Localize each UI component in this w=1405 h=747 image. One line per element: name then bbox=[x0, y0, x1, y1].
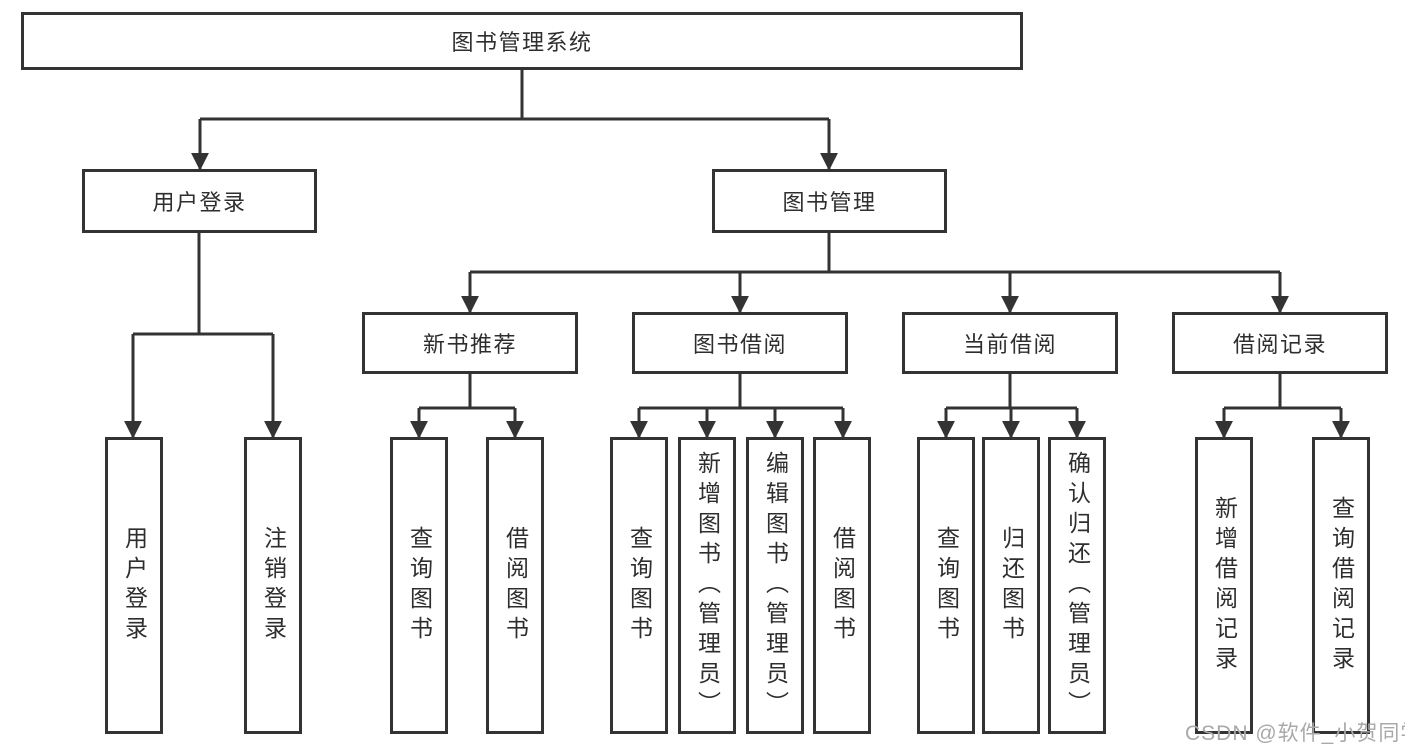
node-current-borrowing: 当前借阅 bbox=[902, 312, 1118, 374]
node-label: 归还图书 bbox=[998, 525, 1025, 646]
node-label: 用户登录 bbox=[152, 190, 247, 215]
node-user-login: 用户登录 bbox=[82, 169, 317, 233]
node-label: 注销登录 bbox=[260, 525, 287, 646]
leaf-current-confirm-return: 确认归还（管理员） bbox=[1048, 437, 1106, 734]
node-label: 借阅记录 bbox=[1232, 332, 1327, 357]
node-label: 查询图书 bbox=[406, 525, 433, 646]
node-label: 查询借阅记录 bbox=[1328, 495, 1355, 676]
leaf-newbook-borrow-book: 借阅图书 bbox=[486, 437, 544, 734]
leaf-borrow-borrow-book: 借阅图书 bbox=[813, 437, 871, 734]
node-label: 编辑图书（管理员） bbox=[762, 450, 789, 721]
leaf-borrow-edit-book: 编辑图书（管理员） bbox=[746, 437, 804, 734]
node-library-system: 图书管理系统 bbox=[21, 12, 1023, 70]
leaf-borrow-add-book: 新增图书（管理员） bbox=[678, 437, 736, 734]
node-label: 借阅图书 bbox=[829, 525, 856, 646]
node-label: 借阅图书 bbox=[502, 525, 529, 646]
leaf-current-return-book: 归还图书 bbox=[982, 437, 1040, 734]
node-label: 图书管理系统 bbox=[451, 30, 593, 55]
node-label: 新增图书（管理员） bbox=[694, 450, 721, 721]
node-label: 确认归还（管理员） bbox=[1064, 450, 1091, 721]
node-label: 用户登录 bbox=[121, 525, 148, 646]
leaf-user-login: 用户登录 bbox=[105, 437, 163, 734]
leaf-current-query-book: 查询图书 bbox=[917, 437, 975, 734]
node-label: 查询图书 bbox=[626, 525, 653, 646]
leaf-borrow-query-book: 查询图书 bbox=[610, 437, 668, 734]
node-borrowing-records: 借阅记录 bbox=[1172, 312, 1388, 374]
leaf-records-query-record: 查询借阅记录 bbox=[1312, 437, 1370, 734]
leaf-logout: 注销登录 bbox=[244, 437, 302, 734]
node-label: 图书借阅 bbox=[692, 332, 787, 357]
node-label: 图书管理 bbox=[782, 190, 877, 215]
leaf-newbook-query-book: 查询图书 bbox=[390, 437, 448, 734]
node-book-borrowing: 图书借阅 bbox=[632, 312, 848, 374]
node-book-management: 图书管理 bbox=[712, 169, 947, 233]
node-label: 新书推荐 bbox=[422, 332, 517, 357]
node-label: 新增借阅记录 bbox=[1211, 495, 1238, 676]
node-new-book-recommend: 新书推荐 bbox=[362, 312, 578, 374]
leaf-records-add-record: 新增借阅记录 bbox=[1195, 437, 1253, 734]
node-label: 当前借阅 bbox=[962, 332, 1057, 357]
node-label: 查询图书 bbox=[933, 525, 960, 646]
